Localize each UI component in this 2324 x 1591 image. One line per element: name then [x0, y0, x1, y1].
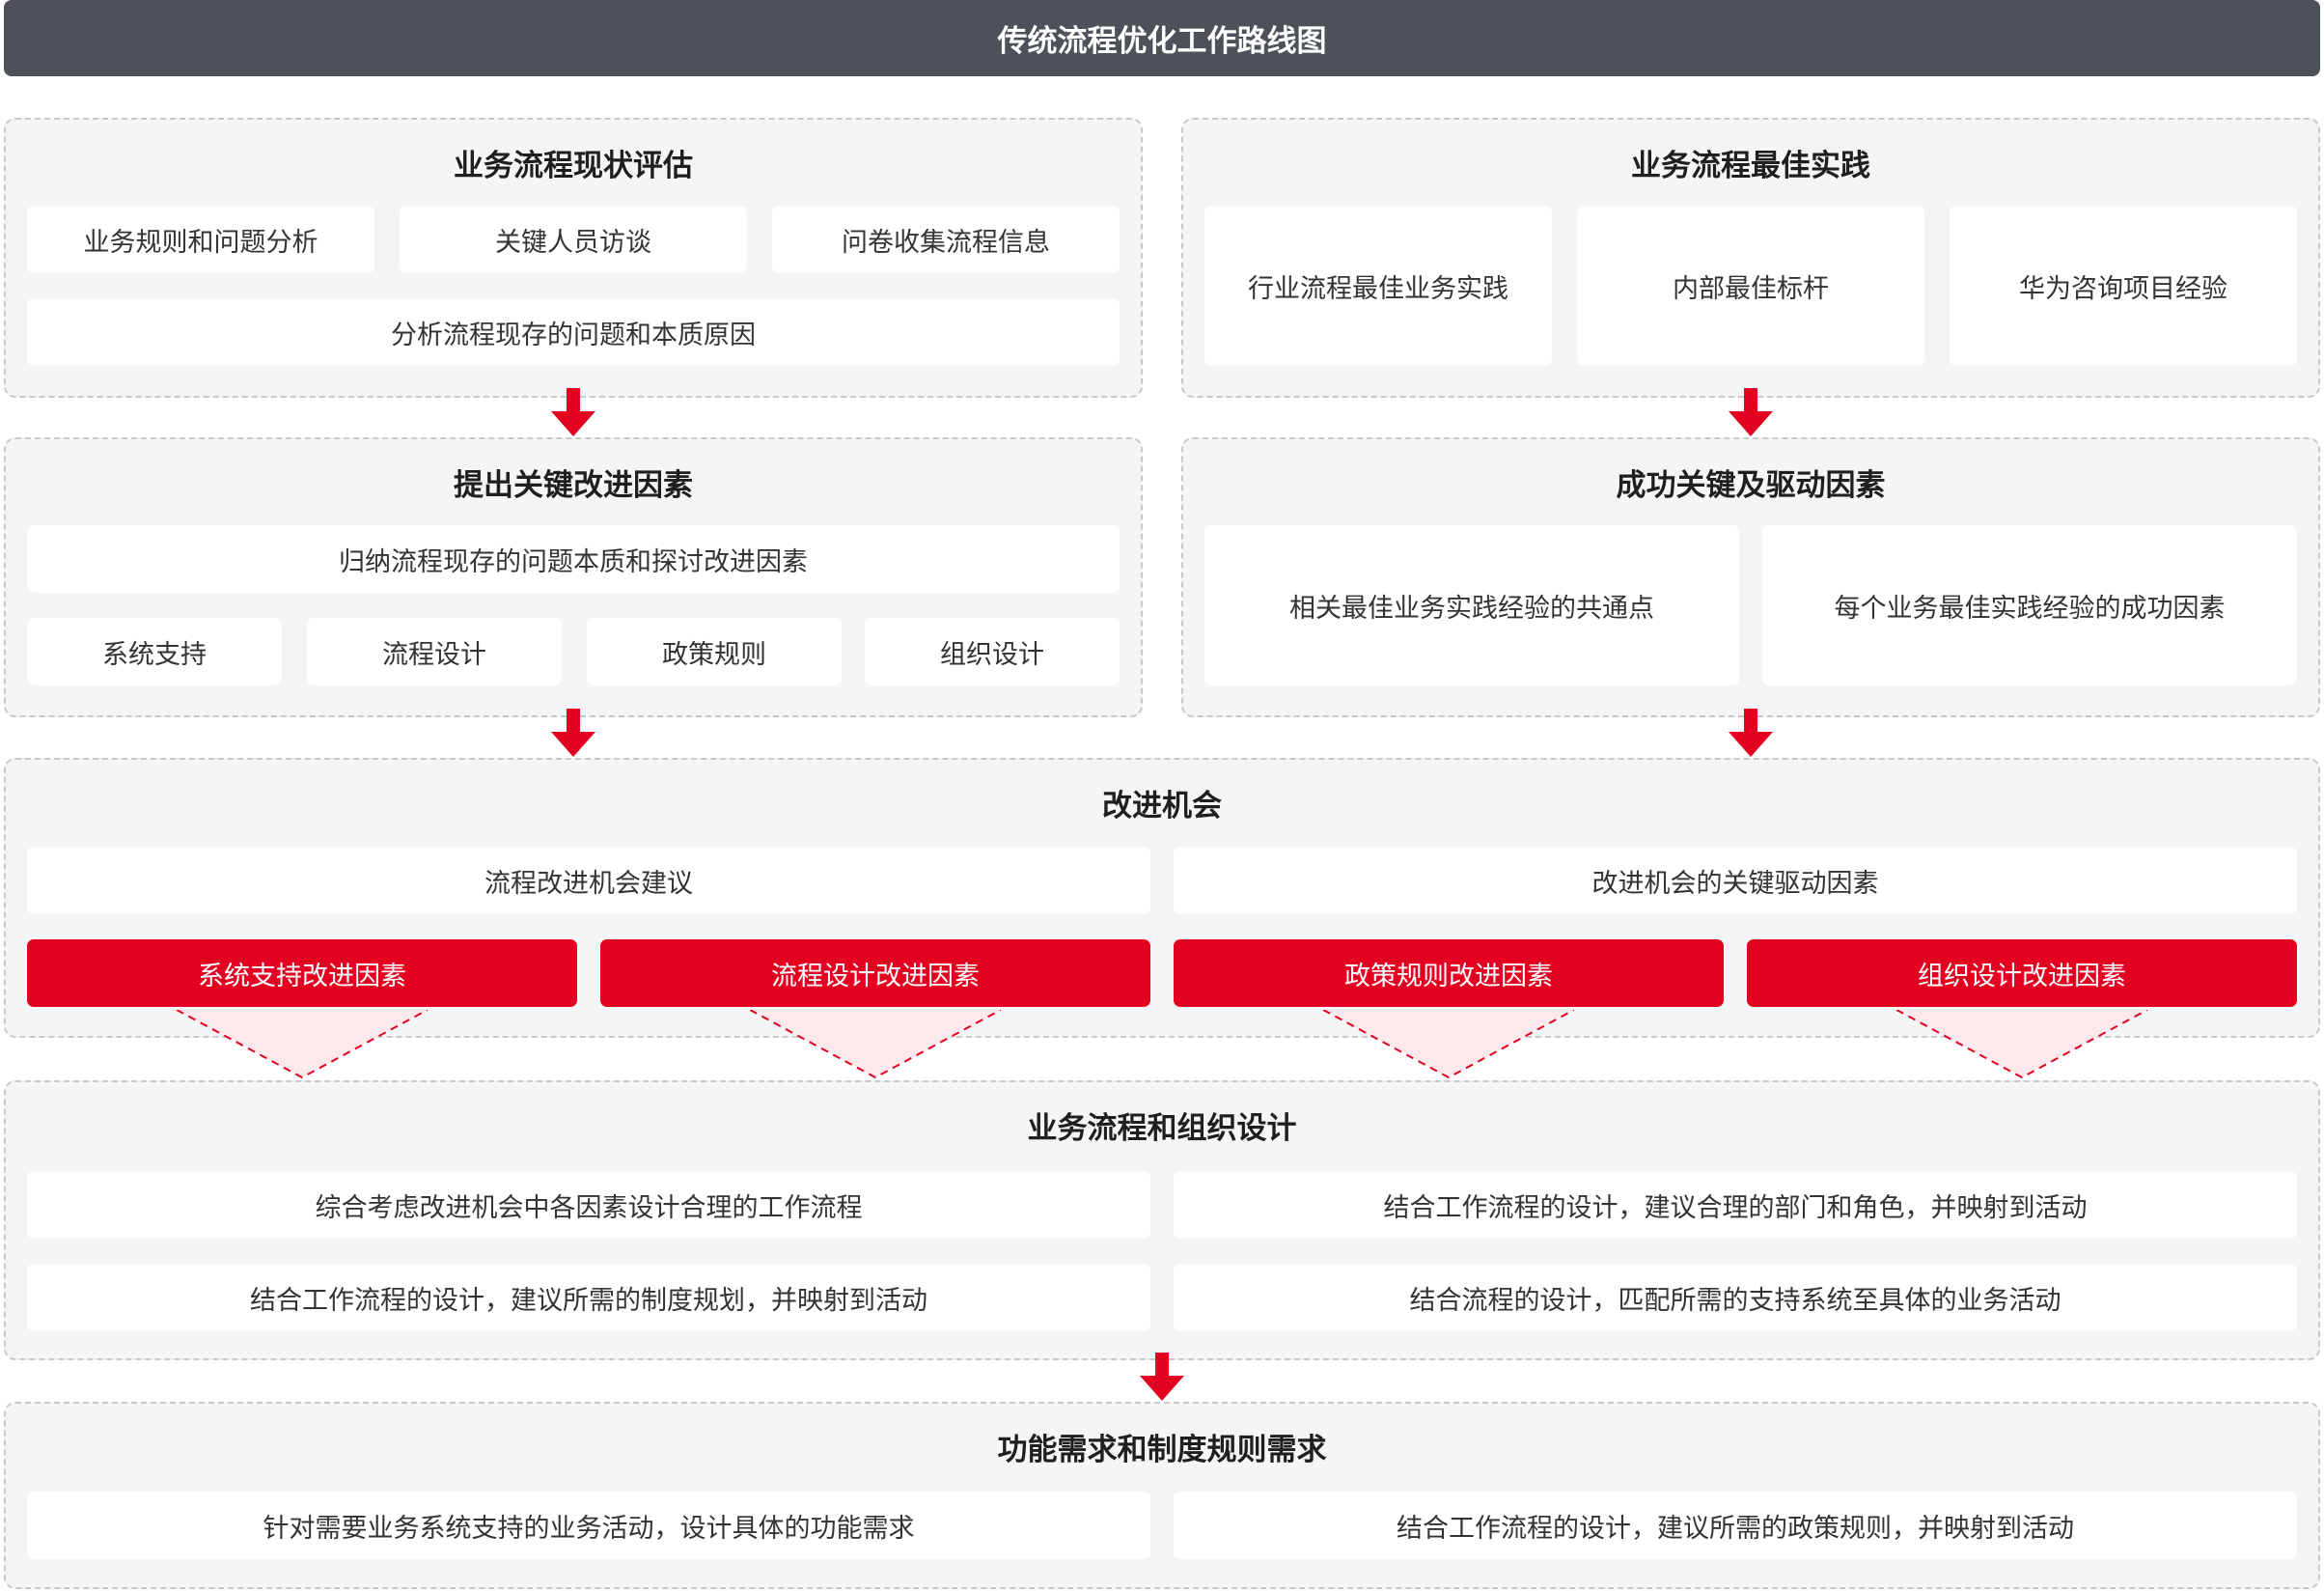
arrow-down-icon — [1729, 709, 1773, 757]
card-org-design: 组织设计 — [865, 618, 1120, 685]
funnel-triangle — [750, 1010, 1001, 1079]
panel-title: 改进机会 — [1102, 789, 1222, 823]
card-system-support: 系统支持 — [27, 618, 282, 685]
panel-title: 业务流程和组织设计 — [1027, 1111, 1297, 1146]
card-system-support-factor: 系统支持改进因素 — [27, 939, 577, 1007]
panel-title: 业务流程最佳实践 — [1631, 149, 1870, 183]
funnel-triangle — [177, 1010, 428, 1079]
card-design-policy: 结合工作流程的设计，建议所需的制度规划，并映射到活动 — [27, 1264, 1150, 1331]
card-design-systems: 结合流程的设计，匹配所需的支持系统至具体的业务活动 — [1174, 1264, 2297, 1331]
card-process-design-factor: 流程设计改进因素 — [600, 939, 1150, 1007]
card-process-design: 流程设计 — [307, 618, 562, 685]
card-summarize-factors: 归纳流程现存的问题本质和探讨改进因素 — [27, 525, 1120, 593]
arrow-down-icon — [1140, 1353, 1184, 1401]
card-improvement-suggestions: 流程改进机会建议 — [27, 847, 1150, 914]
card-industry-practice: 行业流程最佳业务实践 — [1204, 206, 1552, 366]
card-policy-rules-factor: 政策规则改进因素 — [1174, 939, 1724, 1007]
card-key-interviews: 关键人员访谈 — [400, 206, 747, 273]
funnel-triangle — [1323, 1010, 1574, 1079]
card-rules-analysis: 业务规则和问题分析 — [27, 206, 374, 273]
card-internal-benchmark: 内部最佳标杆 — [1577, 206, 1924, 366]
arrow-down-icon — [551, 709, 595, 757]
card-policy-requirements: 结合工作流程的设计，建议所需的政策规则，并映射到活动 — [1174, 1492, 2297, 1559]
card-functional-requirements: 针对需要业务系统支持的业务活动，设计具体的功能需求 — [27, 1492, 1150, 1559]
card-success-factors: 每个业务最佳实践经验的成功因素 — [1762, 525, 2297, 685]
card-policy-rules: 政策规则 — [587, 618, 842, 685]
card-questionnaire: 问卷收集流程信息 — [772, 206, 1120, 273]
card-consulting-experience: 华为咨询项目经验 — [1950, 206, 2297, 366]
panel-title: 功能需求和制度规则需求 — [997, 1433, 1327, 1467]
card-root-cause: 分析流程现存的问题和本质原因 — [27, 298, 1120, 366]
panel-title: 成功关键及驱动因素 — [1616, 468, 1886, 503]
funnel-triangle — [1896, 1010, 2147, 1079]
card-org-design-factor: 组织设计改进因素 — [1747, 939, 2297, 1007]
arrow-down-icon — [551, 388, 595, 436]
card-common-points: 相关最佳业务实践经验的共通点 — [1204, 525, 1739, 685]
card-design-workflow: 综合考虑改进机会中各因素设计合理的工作流程 — [27, 1171, 1150, 1239]
panel-title: 提出关键改进因素 — [454, 468, 693, 503]
arrow-down-icon — [1729, 388, 1773, 436]
panel-title: 业务流程现状评估 — [454, 149, 693, 183]
page-title: 传统流程优化工作路线图 — [4, 0, 2320, 76]
card-design-roles: 结合工作流程的设计，建议合理的部门和角色，并映射到活动 — [1174, 1171, 2297, 1239]
card-key-drivers: 改进机会的关键驱动因素 — [1174, 847, 2297, 914]
